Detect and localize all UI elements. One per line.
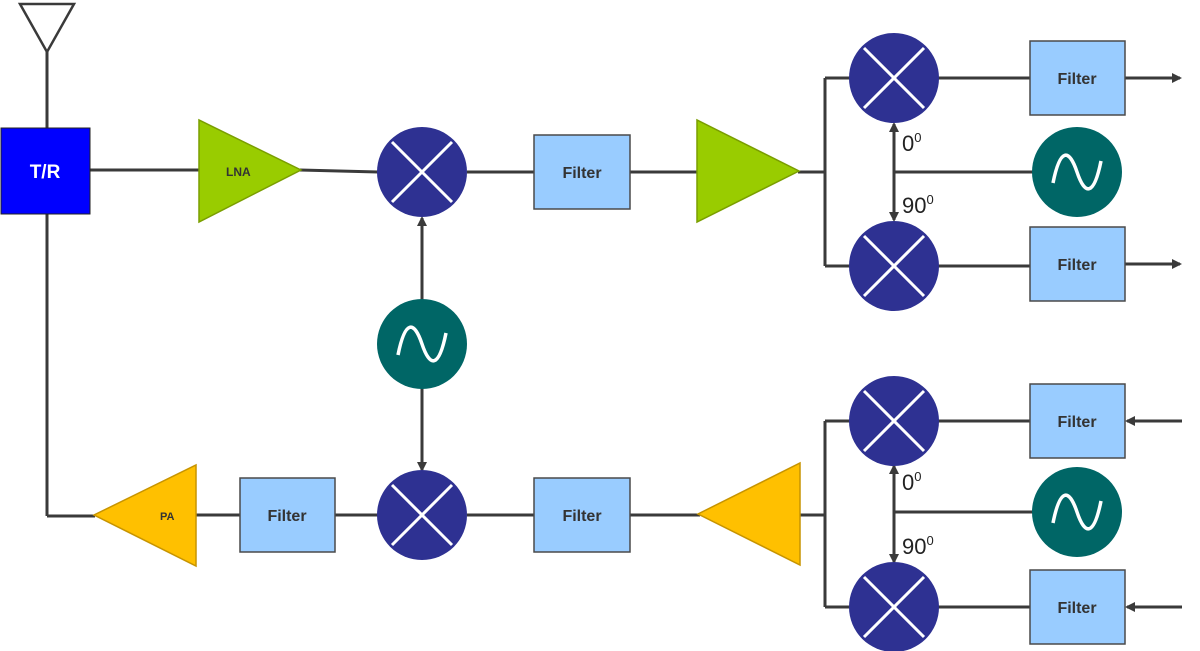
tr-switch-box <box>0 127 91 215</box>
filter-label: Filter <box>1057 414 1096 431</box>
tx-driver-amplifier <box>696 461 801 567</box>
lna-label: LNA <box>226 165 251 179</box>
filter-tx-pa: Filter <box>239 477 336 553</box>
mixer-tx-i <box>849 376 939 466</box>
filter-label: Filter <box>1057 257 1096 274</box>
rx-if-amplifier <box>696 118 801 224</box>
filter-label: Filter <box>1057 71 1096 88</box>
pa-label: PA <box>160 511 175 523</box>
svg-text:900: 900 <box>902 192 934 218</box>
amplifier-icon <box>696 118 801 224</box>
amplifier-icon <box>92 463 197 568</box>
svg-text:00: 00 <box>902 130 921 156</box>
mixer-rx-q <box>849 221 939 311</box>
phase-label-tx-0: 00 <box>902 469 921 495</box>
filter-tx-q: Filter <box>1029 569 1126 645</box>
tr-switch-label: T/R <box>30 162 61 183</box>
filter-rx-q: Filter <box>1029 226 1126 302</box>
filter-label: Filter <box>1057 600 1096 617</box>
mixer-rx-down <box>377 127 467 217</box>
phase-label-tx-90: 900 <box>902 533 934 559</box>
filter-rx-i: Filter <box>1029 40 1126 116</box>
svg-text:900: 900 <box>902 533 934 559</box>
mixer-tx-up <box>377 470 467 560</box>
mixer-rx-i <box>849 33 939 123</box>
pa-amplifier: PA <box>92 463 197 568</box>
filter-rx-if: Filter <box>533 134 631 210</box>
phase-label-rx-90: 900 <box>902 192 934 218</box>
oscillator-tx-quadrature <box>1032 467 1122 557</box>
tr-switch: T/R <box>0 127 91 215</box>
oscillator-center <box>377 299 467 389</box>
filter-tx-i: Filter <box>1029 383 1126 459</box>
filter-label: Filter <box>562 508 601 525</box>
amplifier-icon <box>198 118 303 224</box>
filter-label: Filter <box>562 165 601 182</box>
oscillator-rx-quadrature <box>1032 127 1122 217</box>
amplifier-icon <box>696 461 801 567</box>
lna-amplifier: LNA <box>198 118 303 224</box>
antenna-icon <box>17 2 77 55</box>
svg-text:00: 00 <box>902 469 921 495</box>
wires <box>45 52 1182 612</box>
filter-label: Filter <box>267 508 306 525</box>
phase-label-rx-0: 00 <box>902 130 921 156</box>
filter-tx-if: Filter <box>533 477 631 553</box>
mixer-tx-q <box>849 562 939 651</box>
